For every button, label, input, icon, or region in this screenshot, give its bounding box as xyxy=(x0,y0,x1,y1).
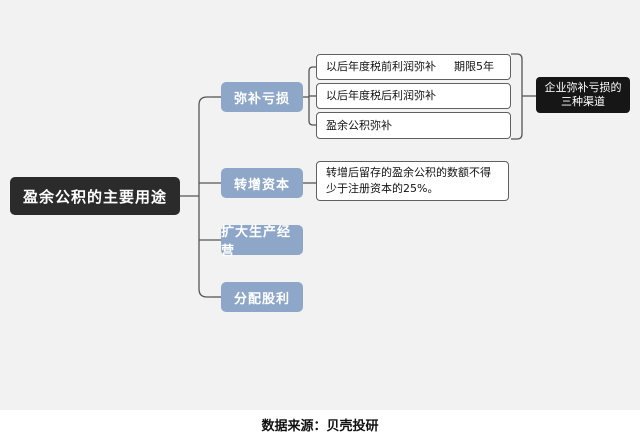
leaf-text: 以后年度税前利润弥补 xyxy=(326,60,436,73)
category-expand-production: 扩大生产经营 xyxy=(221,225,303,259)
leaf-text: 以后年度税后利润弥补 xyxy=(326,89,436,102)
connector-lines xyxy=(180,53,536,298)
source-text: 数据来源：贝壳投研 xyxy=(261,418,379,434)
root-label: 盈余公积的主要用途 xyxy=(22,187,167,206)
leaf-surplus-reserve: 盈余公积弥补 xyxy=(316,112,511,139)
category-label: 弥补亏损 xyxy=(233,91,290,107)
summary-note-line1: 企业弥补亏损的 xyxy=(544,81,622,94)
capital-note-box: 转增后留存的盈余公积的数额不得 少于注册资本的25%。 xyxy=(316,161,509,201)
category-capital-increase: 转增资本 xyxy=(221,168,303,198)
diagram-canvas: 盈余公积的主要用途 弥补亏损 转增资本 扩大生产经营 分配股利 以后年度税前利润… xyxy=(0,0,640,410)
leaf-pretax-profit: 以后年度税前利润弥补 期限5年 xyxy=(316,54,511,80)
summary-note: 企业弥补亏损的 三种渠道 xyxy=(536,77,630,113)
capital-note-line1: 转增后留存的盈余公积的数额不得 xyxy=(326,166,491,179)
source-footer: 数据来源：贝壳投研 xyxy=(0,410,640,438)
leaf-suffix: 期限5年 xyxy=(454,60,494,73)
category-label: 扩大生产经营 xyxy=(221,225,292,259)
category-label: 转增资本 xyxy=(233,177,290,193)
category-label: 分配股利 xyxy=(233,291,290,307)
leaf-aftertax-profit: 以后年度税后利润弥补 xyxy=(316,83,511,109)
root-node: 盈余公积的主要用途 xyxy=(10,177,180,215)
leaf-text: 盈余公积弥补 xyxy=(326,118,392,132)
summary-note-line2: 三种渠道 xyxy=(561,95,605,108)
capital-note-line2: 少于注册资本的25%。 xyxy=(326,182,439,195)
category-loss-compensation: 弥补亏损 xyxy=(221,82,303,112)
category-dividend: 分配股利 xyxy=(221,282,303,312)
